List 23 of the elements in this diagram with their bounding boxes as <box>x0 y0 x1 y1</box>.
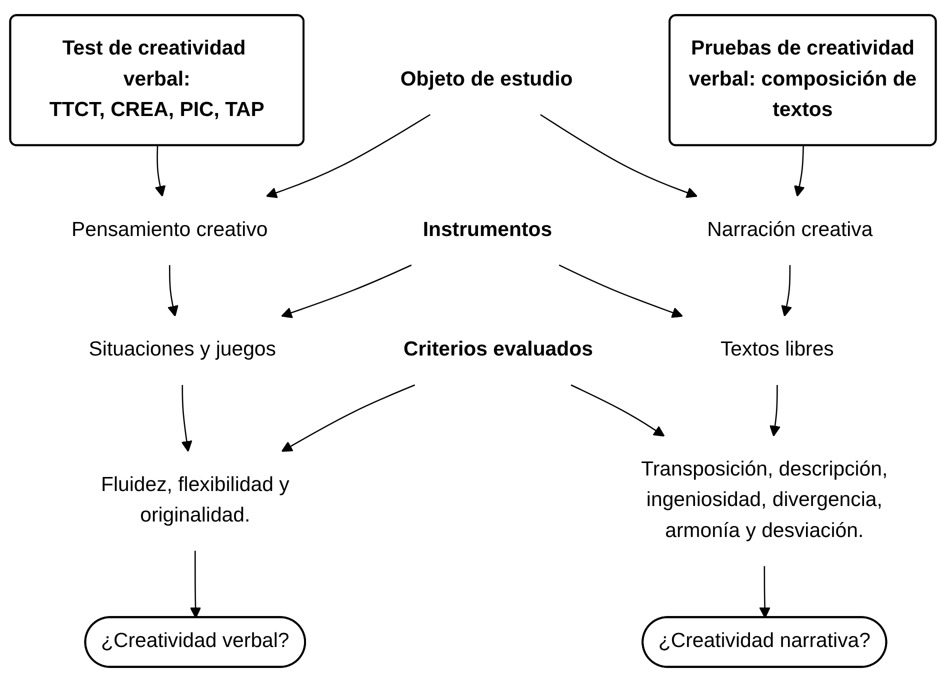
node-text: Fluidez, flexibilidad y originalidad. <box>101 474 290 527</box>
arrow <box>281 384 416 452</box>
node-text: Transposición, descripción, ingeniosidad, divergencia, armonía y desviación. <box>641 458 888 542</box>
arrow <box>794 146 805 197</box>
node-text: Instrumentos <box>422 219 552 241</box>
node-text: Objeto de estudio <box>400 68 573 90</box>
arrow <box>181 385 192 452</box>
arrow <box>266 114 430 198</box>
node-text: Situaciones y juegos <box>88 339 276 361</box>
arrow <box>558 264 683 318</box>
arrow <box>167 265 178 317</box>
node-text: Pensamiento creativo <box>72 219 268 241</box>
node-text: Narración creativa <box>707 219 873 241</box>
arrow <box>281 264 412 318</box>
arrow <box>570 384 665 437</box>
node-text: Textos libres <box>720 339 834 361</box>
arrow <box>759 566 770 618</box>
node-text: Criterios evaluados <box>404 339 593 361</box>
arrow <box>540 114 698 198</box>
arrow <box>769 385 781 437</box>
arrow <box>190 550 202 618</box>
arrow <box>154 146 166 197</box>
arrow <box>781 265 792 317</box>
